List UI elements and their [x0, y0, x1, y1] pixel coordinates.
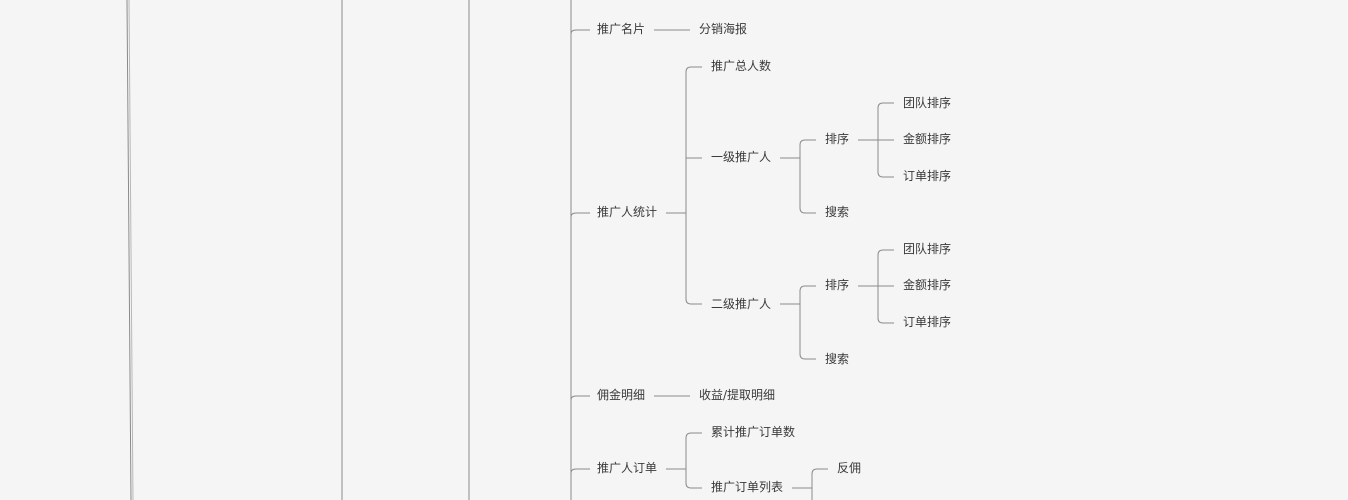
node-yiji-tuandui-paixu[interactable]: 团队排序 — [903, 96, 952, 110]
node-erji-jine-paixu[interactable]: 金额排序 — [903, 278, 952, 292]
node-tuiguang-dingdan-liebiao[interactable]: 推广订单列表 — [711, 480, 784, 494]
node-erji-sousuo[interactable]: 搜索 — [825, 352, 850, 366]
node-yiji-tuiguangren[interactable]: 一级推广人 — [711, 150, 772, 164]
bracket-liebiao — [811, 468, 828, 500]
node-fenxiao-haibao[interactable]: 分销海报 — [699, 22, 748, 36]
node-erji-dingdan-paixu[interactable]: 订单排序 — [903, 315, 952, 329]
node-erji-tuiguangren[interactable]: 二级推广人 — [711, 297, 772, 311]
link-yongjin-mingxi — [570, 395, 590, 401]
node-yiji-jine-paixu[interactable]: 金额排序 — [903, 132, 952, 146]
link-tuiguangren-dingdan — [570, 468, 590, 474]
node-erji-paixu[interactable]: 排序 — [825, 278, 850, 292]
link-tuiguang-mingpian — [570, 29, 590, 35]
node-yongjin-mingxi[interactable]: 佣金明细 — [597, 388, 646, 402]
node-tuiguang-mingpian[interactable]: 推广名片 — [597, 22, 646, 36]
link-tuiguangren-tongji — [570, 212, 590, 218]
bracket-erji — [799, 285, 816, 360]
bracket-tongji — [685, 66, 702, 305]
node-yiji-sousuo[interactable]: 搜索 — [825, 205, 850, 219]
bracket-dingdan — [685, 432, 702, 489]
node-yiji-paixu[interactable]: 排序 — [825, 132, 850, 146]
left-trunk-line-2 — [128, 0, 134, 500]
node-tuiguang-zongrenshu[interactable]: 推广总人数 — [711, 59, 772, 73]
node-tuiguangren-dingdan[interactable]: 推广人订单 — [597, 461, 658, 475]
node-tuiguangren-tongji[interactable]: 推广人统计 — [597, 205, 658, 219]
node-erji-tuandui-paixu[interactable]: 团队排序 — [903, 242, 952, 256]
left-trunk-line — [126, 0, 132, 500]
bracket-yiji — [799, 139, 816, 214]
node-shouyi-tiqu-mingxi[interactable]: 收益/提取明细 — [699, 388, 776, 402]
node-yiji-dingdan-paixu[interactable]: 订单排序 — [903, 169, 952, 183]
node-leiji-tuiguang-dingdanshu[interactable]: 累计推广订单数 — [711, 425, 796, 439]
node-fanyong[interactable]: 反佣 — [837, 461, 862, 475]
